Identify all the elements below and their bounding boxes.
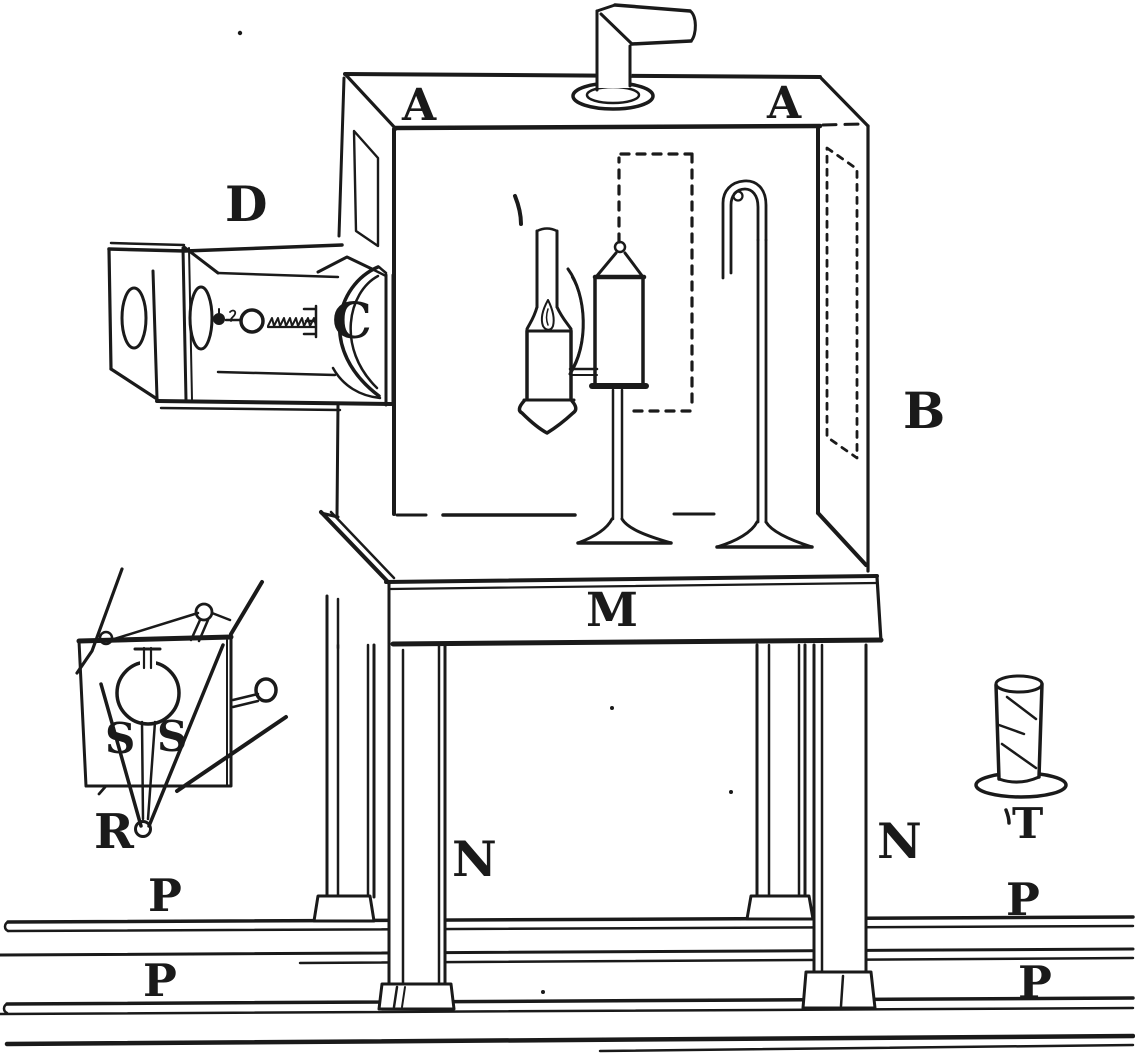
front-right-foot xyxy=(801,970,877,1010)
label-r: R xyxy=(94,804,135,860)
lamp-skirt xyxy=(517,399,578,435)
box-bottom-edge xyxy=(155,399,393,406)
left-side-window xyxy=(352,129,380,248)
device-plate-top xyxy=(76,634,234,644)
front-left-foot xyxy=(377,982,456,1011)
label-p-right-lower: P xyxy=(1018,956,1052,1009)
kite-right-edge xyxy=(147,643,225,828)
cylinder-top xyxy=(994,674,1044,694)
label-d: D xyxy=(225,175,268,233)
hook-stand xyxy=(715,179,814,549)
box-top-edge xyxy=(107,243,344,253)
inner-aperture xyxy=(188,285,214,351)
rack-wheel xyxy=(239,308,265,334)
elbow-arm-top xyxy=(613,3,692,13)
label-n-right: N xyxy=(877,812,922,870)
rack-bracket xyxy=(302,304,318,339)
reflector xyxy=(316,255,395,407)
chimney xyxy=(571,3,697,111)
label-p-right-upper: P xyxy=(1006,873,1040,926)
label-s-right: S xyxy=(157,712,187,761)
left-outer-edge xyxy=(337,76,346,238)
label-t: T xyxy=(1012,799,1043,848)
curved-screen xyxy=(566,267,599,376)
back-right-leg xyxy=(745,643,815,921)
test-cylinder xyxy=(974,674,1068,825)
rack-knob xyxy=(213,313,225,325)
back-left-leg xyxy=(312,643,376,923)
label-b: B xyxy=(903,381,945,440)
top-front-edge xyxy=(392,123,823,131)
label-p-left-lower: P xyxy=(143,954,177,1007)
rack-mechanism xyxy=(213,304,318,339)
cabinet-interior xyxy=(513,152,814,549)
labels: A A B C D M N N P P P P R S S T xyxy=(94,78,1052,1009)
table-legs xyxy=(312,643,877,1011)
reflector-dish xyxy=(338,265,381,398)
back-left-foot xyxy=(312,894,376,923)
label-p-left-upper: P xyxy=(148,869,182,922)
tick-mark xyxy=(1004,808,1011,825)
label-n-left: N xyxy=(452,830,497,888)
table-top xyxy=(319,510,884,650)
balance-device xyxy=(75,567,288,838)
cylinder-stand xyxy=(576,240,673,545)
ink-layer: A A B C D M N N P P P P R S S T xyxy=(0,3,1135,1053)
suspension-ring xyxy=(613,240,627,254)
stray-dots xyxy=(237,30,733,994)
suspension-dashed-path xyxy=(617,152,694,413)
label-a-right: A xyxy=(766,78,802,129)
stray-stroke xyxy=(513,194,523,226)
front-right-leg xyxy=(801,643,877,1010)
handle-knob xyxy=(254,677,278,703)
label-s-left: S xyxy=(105,714,135,763)
lamp-flame xyxy=(540,299,555,331)
label-a-left: A xyxy=(401,80,437,131)
kite-left-edge xyxy=(99,682,143,828)
fume-cabinet xyxy=(335,72,870,573)
right-side-window-dashed xyxy=(825,146,859,460)
device-plate xyxy=(77,635,233,788)
label-c: C xyxy=(332,291,372,350)
end-aperture xyxy=(120,286,148,350)
pivot-left xyxy=(98,630,114,646)
apex-ring xyxy=(134,820,152,838)
spirit-lamp xyxy=(517,227,578,435)
floor-rails xyxy=(0,915,1135,1053)
back-right-foot xyxy=(745,894,815,921)
hook-curve xyxy=(721,179,768,280)
side-box xyxy=(107,241,395,412)
top-back-edge xyxy=(343,72,822,79)
front-left-leg xyxy=(377,643,456,1011)
label-m: M xyxy=(586,583,638,638)
